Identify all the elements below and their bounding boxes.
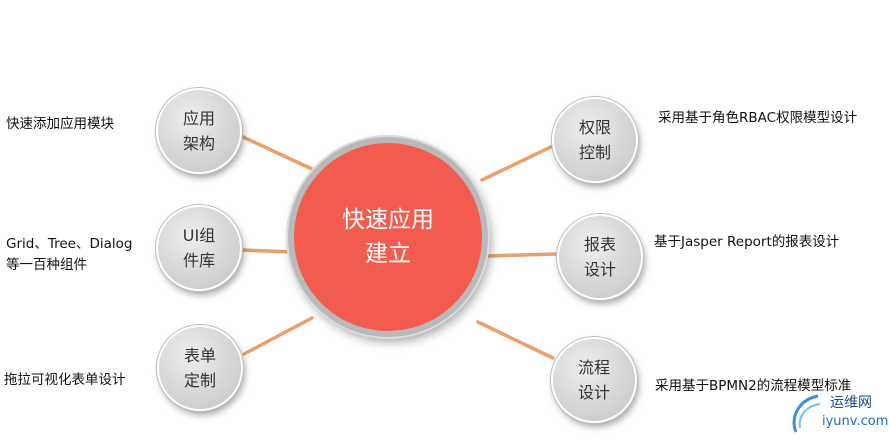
node-label-line1: 权限: [578, 118, 611, 137]
description-report-design: 基于Jasper Report的报表设计: [654, 232, 839, 253]
watermark-logo-icon: [792, 394, 821, 433]
center-label-line2: 建立: [365, 241, 411, 267]
node-report-design: 报表 设计: [557, 214, 643, 300]
center-node-rapid-app-build: 快速应用 建立: [288, 137, 488, 337]
node-label-line1: 表单: [183, 346, 216, 365]
node-label-line2: 控制: [578, 143, 611, 162]
node-process-design: 流程 设计: [551, 337, 637, 423]
node-label-line2: 设计: [583, 260, 616, 279]
description-line: 基于Jasper Report的报表设计: [654, 234, 840, 250]
description-line: 拖拉可视化表单设计: [4, 372, 126, 388]
description-line: 采用基于角色RBAC权限模型设计: [658, 110, 858, 126]
connector-report-design: [486, 252, 559, 258]
node-permission-control: 权限 控制: [552, 97, 638, 183]
connector-form-customization: [242, 316, 314, 356]
description-line: 采用基于BPMN2的流程模型标准: [655, 378, 852, 394]
node-label-line1: 应用: [182, 109, 215, 128]
description-line: 快速添加应用模块: [6, 116, 114, 132]
watermark-text-cn: 运维网: [830, 395, 872, 411]
watermark-text-en: iyunv.com: [822, 414, 889, 429]
center-label-line1: 快速应用: [342, 207, 434, 233]
node-label-line2: 件库: [182, 251, 215, 270]
description-ui-components: Grid、Tree、Dialog 等一百种组件: [6, 234, 132, 276]
connector-app-architecture: [241, 135, 316, 172]
connector-ui-components: [241, 248, 294, 254]
node-label-line2: 设计: [577, 383, 610, 402]
node-label-line1: 流程: [577, 358, 610, 377]
connector-permission-control: [480, 143, 557, 182]
node-label-line1: UI组: [182, 226, 216, 245]
description-app-architecture: 快速添加应用模块: [6, 114, 114, 135]
node-label-line1: 报表: [583, 235, 616, 254]
node-ui-components: UI组 件库: [156, 205, 242, 291]
node-label-line2: 架构: [182, 134, 215, 153]
description-permission-control: 采用基于角色RBAC权限模型设计: [658, 108, 857, 129]
connector-process-design: [476, 320, 555, 360]
description-form-customization: 拖拉可视化表单设计: [4, 370, 126, 391]
node-app-architecture: 应用 架构: [156, 88, 242, 174]
description-line: Grid、Tree、Dialog: [6, 236, 133, 252]
description-line: 等一百种组件: [6, 257, 87, 273]
node-form-customization: 表单 定制: [157, 325, 243, 411]
node-label-line2: 定制: [183, 371, 216, 390]
description-process-design: 采用基于BPMN2的流程模型标准: [655, 376, 851, 397]
